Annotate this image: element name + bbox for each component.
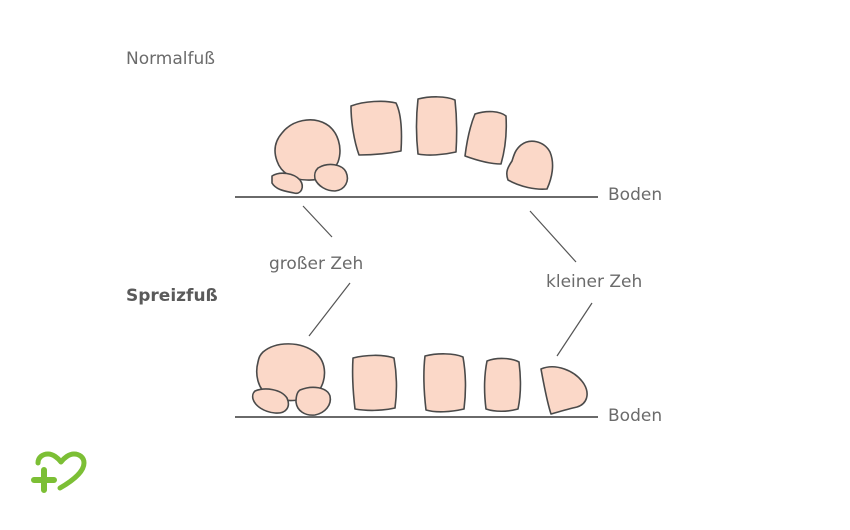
ground-label-top: Boden	[608, 185, 663, 205]
normal-big-toe-bone	[271, 119, 349, 195]
little-toe-label: kleiner Zeh	[546, 272, 643, 292]
leader-little-toe-top	[529, 210, 577, 263]
spread-toe-2-bone	[351, 354, 398, 412]
spread-toe-3-bone	[423, 353, 467, 413]
spread-big-toe-bone	[251, 343, 332, 416]
spread-toe-4-bone	[483, 357, 522, 413]
spread-little-toe-bone	[540, 366, 588, 415]
spread-foot-label: Spreizfuß	[126, 286, 218, 306]
leader-big-toe-bottom	[308, 282, 351, 337]
normal-foot-label: Normalfuß	[126, 49, 215, 69]
normal-toe-2-bone	[350, 100, 403, 156]
ground-label-bottom: Boden	[608, 406, 663, 426]
leader-big-toe-top	[302, 205, 333, 238]
leader-little-toe-bottom	[556, 302, 593, 357]
normal-toe-3-bone	[415, 96, 458, 156]
normal-little-toe-bone	[505, 140, 554, 190]
heart-with-cross-icon	[31, 451, 87, 493]
big-toe-label: großer Zeh	[269, 254, 364, 274]
normal-toe-4-bone	[464, 110, 508, 165]
